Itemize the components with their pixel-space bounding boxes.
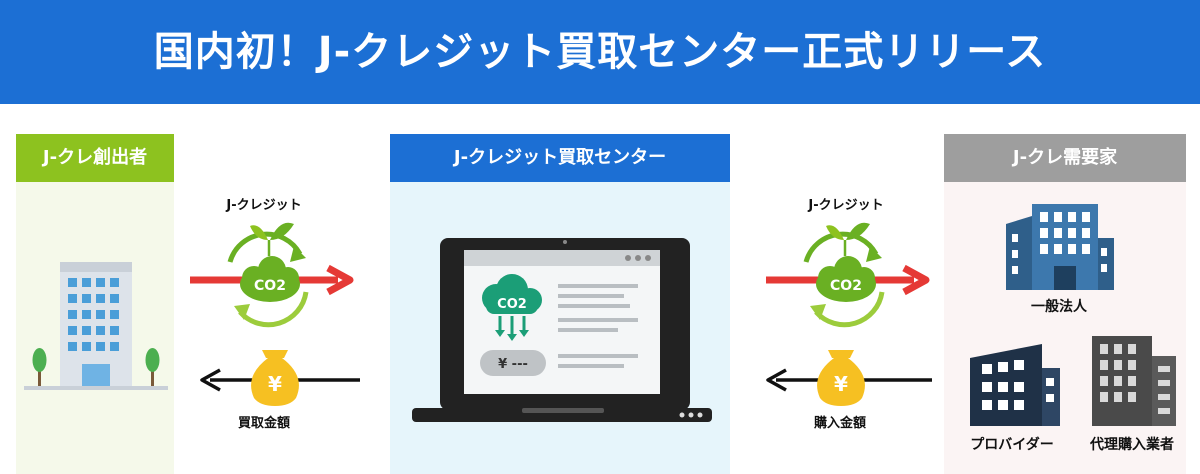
page-title: 国内初！J-クレジット買取センター正式リリース xyxy=(153,29,1047,75)
right-money-label: 購入金額 xyxy=(813,416,866,431)
agent-building-icon xyxy=(1092,336,1176,426)
left-credit-label: J-クレジット xyxy=(226,198,302,213)
co2-text: CO2 xyxy=(830,278,862,294)
co2-recycle-icon: CO2 xyxy=(766,222,930,328)
laptop-icon: CO2 ¥ --- xyxy=(412,238,712,422)
co2-cloud-icon: CO2 xyxy=(482,274,542,341)
svg-text:¥: ¥ xyxy=(268,372,282,396)
office-building-icon xyxy=(24,262,168,390)
buyback-center-title: J-クレジット買取センター xyxy=(390,134,730,182)
buyer-label-agent: 代理購入業者 xyxy=(1090,437,1174,453)
buyer-panel-title: J-クレ需要家 xyxy=(944,134,1186,182)
yen-money-bag-icon: ¥ xyxy=(766,350,932,406)
header-banner xyxy=(0,0,1200,104)
left-money-label: 買取金額 xyxy=(237,416,290,431)
price-readout: ¥ --- xyxy=(498,357,528,372)
co2-text: CO2 xyxy=(254,278,286,294)
corporate-building-icon xyxy=(1006,204,1114,290)
buyer-label-corporation: 一般法人 xyxy=(1031,299,1087,315)
right-credit-label: J-クレジット xyxy=(808,198,884,213)
creator-panel-title: J-クレ創出者 xyxy=(16,134,174,182)
provider-building-icon xyxy=(970,344,1060,426)
creator-panel: J-クレ創出者 xyxy=(16,134,174,474)
svg-text:¥: ¥ xyxy=(834,372,848,396)
buyer-label-provider: プロバイダー xyxy=(970,437,1054,453)
yen-money-bag-icon: ¥ xyxy=(200,350,360,406)
svg-text:CO2: CO2 xyxy=(497,297,527,312)
co2-recycle-icon: CO2 xyxy=(190,222,354,328)
